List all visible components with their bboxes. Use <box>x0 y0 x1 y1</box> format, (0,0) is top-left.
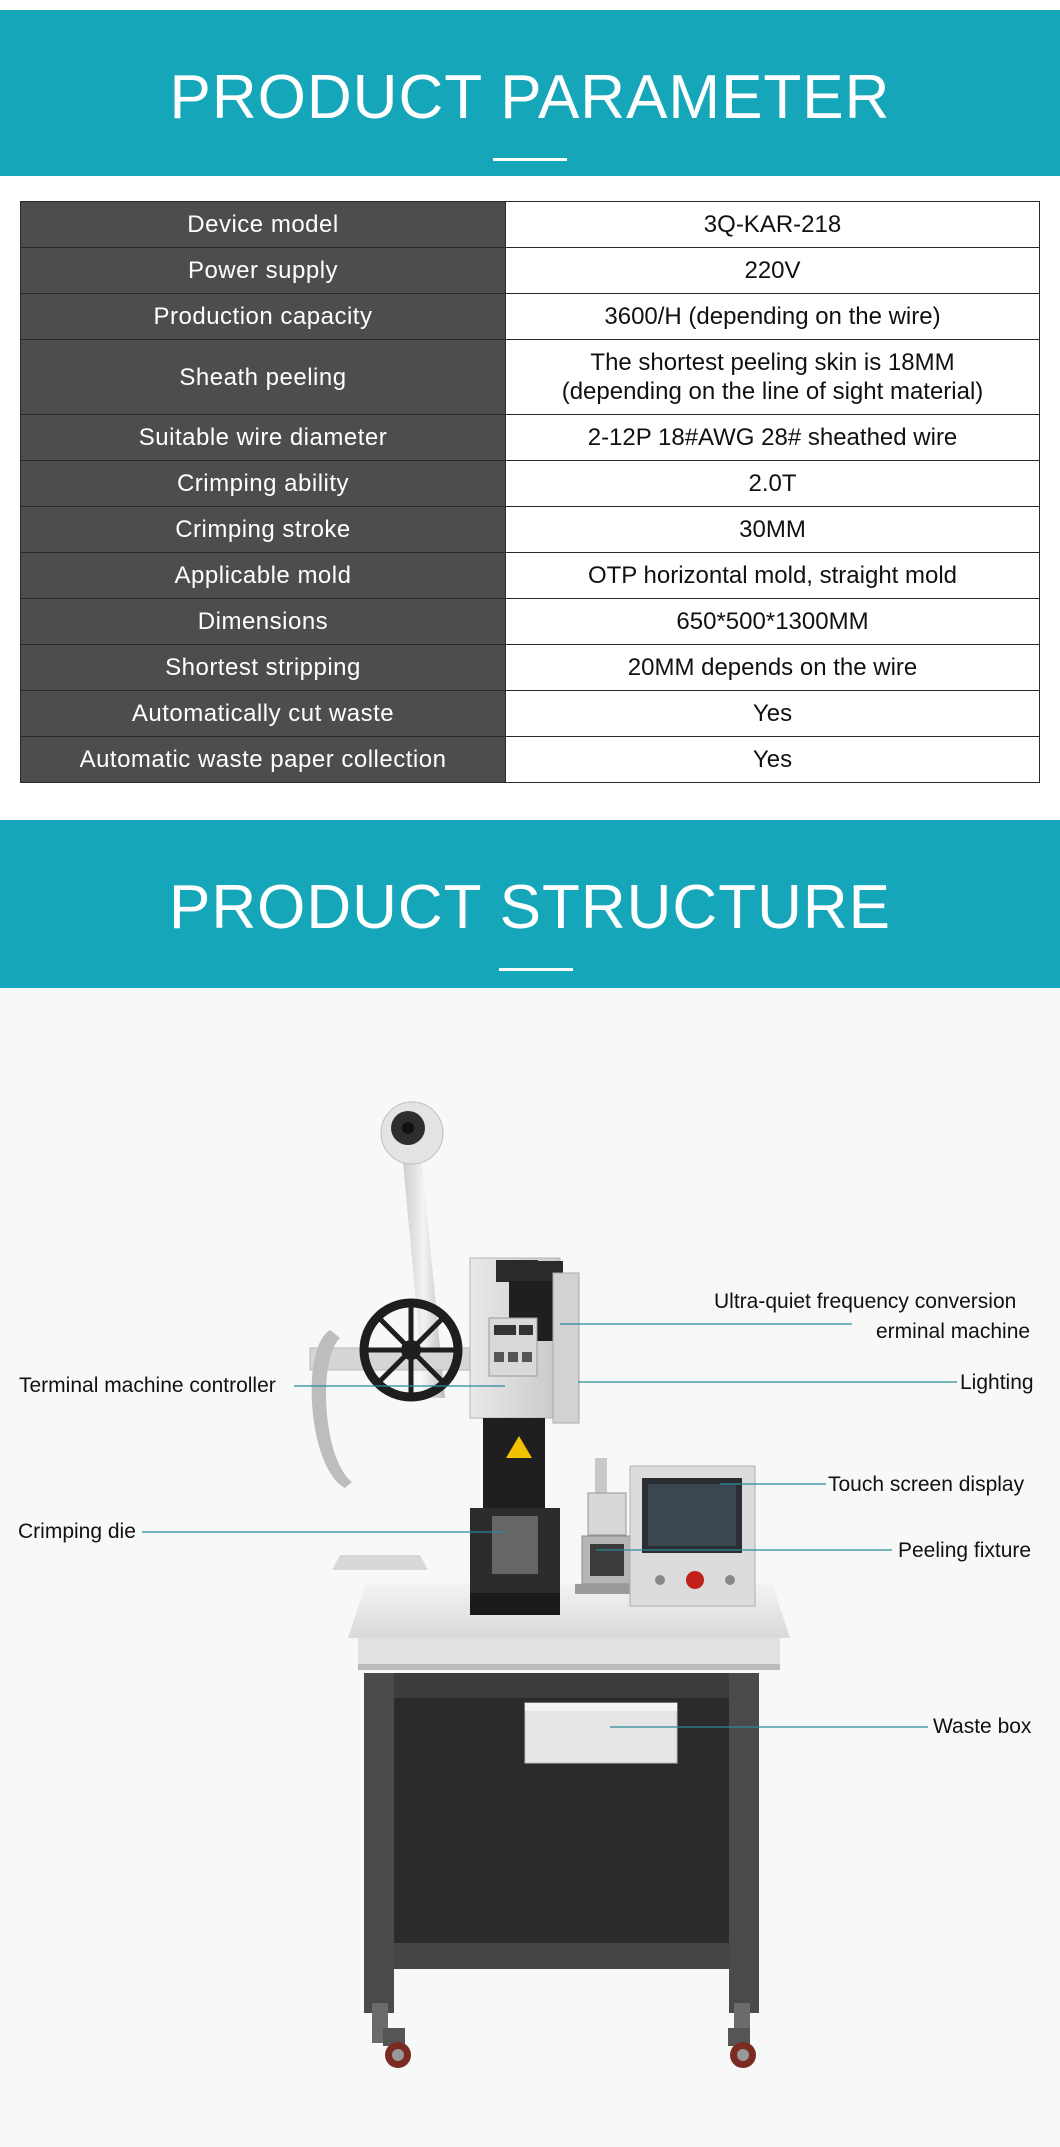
param-key: Suitable wire diameter <box>20 414 506 461</box>
terminal-machine-body <box>469 1257 580 1615</box>
structure-banner: PRODUCT STRUCTURE <box>0 820 1060 988</box>
param-value: 3Q-KAR-218 <box>505 201 1040 248</box>
title-underline <box>499 968 573 971</box>
param-key: Crimping stroke <box>20 506 506 553</box>
caster-wheels <box>383 2028 756 2068</box>
param-value: 2-12P 18#AWG 28# sheathed wire <box>505 414 1040 461</box>
param-key: Crimping ability <box>20 460 506 507</box>
param-key: Automatic waste paper collection <box>20 736 506 783</box>
param-key: Device model <box>20 201 506 248</box>
param-value: 650*500*1300MM <box>505 598 1040 645</box>
peeling-unit <box>575 1458 635 1594</box>
param-key: Applicable mold <box>20 552 506 599</box>
reel-wheel <box>359 1298 463 1402</box>
param-value: The shortest peeling skin is 18MM(depend… <box>505 339 1040 415</box>
callout-terminal-controller: Terminal machine controller <box>19 1374 276 1397</box>
param-value: 220V <box>505 247 1040 294</box>
param-value: 30MM <box>505 506 1040 553</box>
callout-crimping-die: Crimping die <box>18 1520 136 1543</box>
waste-box-shape <box>524 1702 678 1764</box>
param-key: Power supply <box>20 247 506 294</box>
parameter-title: PRODUCT PARAMETER <box>169 63 891 132</box>
param-value: Yes <box>505 736 1040 783</box>
callout-peeling-fixture: Peeling fixture <box>898 1539 1032 1562</box>
param-value-line2: (depending on the line of sight material… <box>561 378 984 405</box>
param-key: Automatically cut waste <box>20 690 506 737</box>
leader-lines <box>142 1323 957 1728</box>
param-value: Yes <box>505 690 1040 737</box>
callout-lighting: Lighting <box>960 1371 1034 1394</box>
param-value: 2.0T <box>505 460 1040 507</box>
param-key: Production capacity <box>20 293 506 340</box>
title-underline <box>493 158 567 161</box>
callout-ultra-quiet-line2: erminal machine <box>876 1320 1031 1343</box>
param-value: 3600/H (depending on the wire) <box>505 293 1040 340</box>
reel-stand <box>309 1101 471 1488</box>
param-key: Dimensions <box>20 598 506 645</box>
callout-ultra-quiet: Ultra-quiet frequency conversion <box>714 1290 1017 1313</box>
param-value-line1: The shortest peeling skin is 18MM <box>590 349 955 376</box>
control-box <box>629 1465 756 1607</box>
structure-diagram: Ultra-quiet frequency conversion erminal… <box>0 988 1060 2147</box>
param-value: 20MM depends on the wire <box>505 644 1040 691</box>
param-key: Sheath peeling <box>20 339 506 415</box>
param-value: OTP horizontal mold, straight mold <box>505 552 1040 599</box>
callout-touch-screen: Touch screen display <box>828 1473 1025 1496</box>
table-top <box>332 1555 790 1670</box>
param-key: Shortest stripping <box>20 644 506 691</box>
callout-waste-box: Waste box <box>933 1715 1032 1738</box>
parameter-banner: PRODUCT PARAMETER <box>0 10 1060 176</box>
structure-title: PRODUCT STRUCTURE <box>169 873 891 942</box>
machine-illustration <box>142 1101 957 2068</box>
